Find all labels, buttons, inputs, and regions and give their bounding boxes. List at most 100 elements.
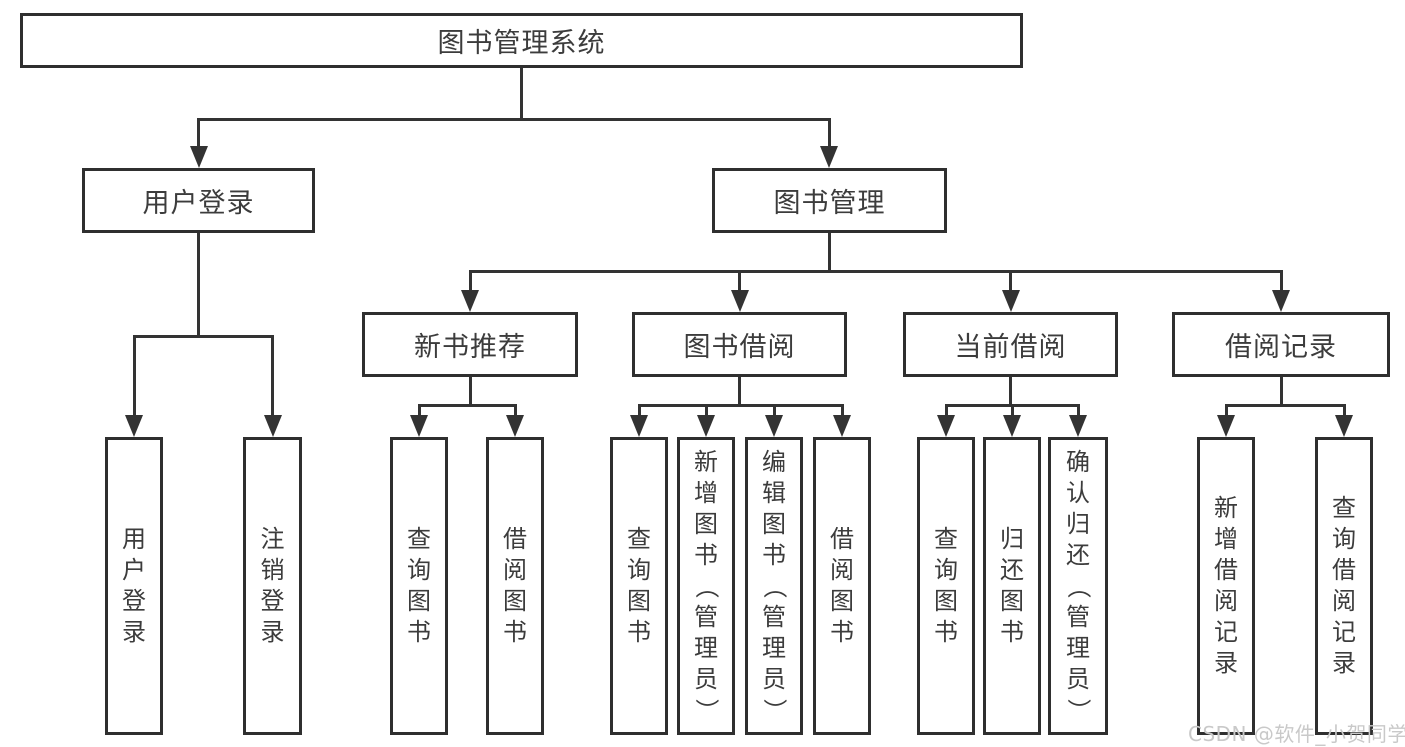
arrowhead-icon	[697, 415, 715, 437]
vertical-char: 增	[694, 478, 718, 507]
connector-line	[513, 405, 517, 417]
vertical-char: 阅	[1332, 587, 1356, 615]
arrowhead-icon	[833, 415, 851, 437]
vertical-char: 销	[260, 556, 285, 584]
leaf-query-books-recommend-label: 查询图书	[393, 440, 445, 732]
arrowhead-icon	[263, 415, 282, 437]
vertical-char: 理	[762, 633, 786, 662]
vertical-char: 注	[260, 525, 285, 553]
leaf-logout-label: 注销登录	[246, 440, 299, 732]
arrowhead-icon	[506, 415, 524, 437]
vertical-char: 借	[503, 525, 527, 553]
vertical-char: 图	[694, 509, 718, 538]
connector-line	[827, 233, 831, 273]
node-new-book-recommendation-label: 新书推荐	[414, 332, 526, 363]
node-book-management: 图书管理	[712, 168, 947, 233]
vertical-char: 增	[1214, 525, 1238, 553]
node-book-borrowing-label: 图书借阅	[683, 332, 796, 363]
node-user-login-label: 用户登录	[142, 188, 255, 219]
connector-line	[197, 117, 831, 121]
vertical-char: 记	[1214, 618, 1238, 646]
connector-line	[944, 405, 948, 417]
connector-line	[1009, 271, 1012, 292]
vertical-char: 询	[1332, 525, 1356, 553]
connector-line	[1010, 405, 1014, 417]
arrowhead-icon	[189, 146, 208, 168]
vertical-char: 书	[694, 540, 718, 569]
vertical-char: 借	[1214, 556, 1238, 584]
connector-line	[197, 233, 200, 338]
arrowhead-icon	[765, 415, 783, 437]
vertical-char: 书	[934, 618, 958, 646]
leaf-query-books-current-label: 查询图书	[920, 440, 972, 732]
leaf-query-borrow-record-label: 查询借阅记录	[1318, 440, 1370, 732]
leaf-user-login: 用户登录	[105, 437, 163, 735]
leaf-logout: 注销登录	[243, 437, 302, 735]
vertical-char: 录	[260, 618, 285, 646]
leaf-query-books-recommend: 查询图书	[390, 437, 448, 735]
vertical-char: （	[1064, 574, 1093, 598]
connector-line	[637, 405, 641, 417]
vertical-char: 员	[1066, 664, 1090, 693]
vertical-char: 阅	[830, 556, 854, 584]
node-current-borrowing-label: 当前借阅	[954, 332, 1067, 363]
node-user-login: 用户登录	[82, 168, 315, 233]
connector-line	[1076, 405, 1080, 417]
connector-line	[738, 271, 741, 292]
connector-line	[1224, 403, 1346, 407]
vertical-char: 图	[1000, 587, 1024, 615]
vertical-char: 查	[407, 525, 431, 553]
vertical-char: 借	[1332, 556, 1356, 584]
vertical-char: 图	[407, 587, 431, 615]
leaf-borrow-books: 借阅图书	[813, 437, 871, 735]
leaf-query-books-borrowing-label: 查询图书	[613, 440, 665, 732]
vertical-char: 登	[260, 587, 285, 615]
node-borrowing-records-label: 借阅记录	[1225, 332, 1337, 363]
vertical-char: ）	[760, 698, 789, 722]
vertical-char: 图	[627, 587, 651, 615]
node-new-book-recommendation: 新书推荐	[362, 312, 578, 377]
connector-line	[271, 336, 274, 417]
vertical-char: 询	[627, 556, 651, 584]
vertical-char: ）	[1064, 698, 1093, 722]
vertical-char: 新	[1214, 494, 1238, 522]
leaf-borrow-books-recommend: 借阅图书	[486, 437, 544, 735]
vertical-char: 登	[122, 587, 146, 615]
vertical-char: 辑	[762, 478, 786, 507]
connector-line	[1009, 377, 1012, 407]
connector-line	[1224, 405, 1228, 417]
vertical-char: 确	[1066, 447, 1090, 476]
vertical-char: 书	[407, 618, 431, 646]
vertical-char: 询	[934, 556, 958, 584]
connector-line	[772, 405, 776, 417]
connector-line	[417, 403, 517, 407]
leaf-borrow-books-label: 借阅图书	[816, 440, 868, 732]
connector-line	[827, 119, 831, 148]
vertical-char: 归	[1000, 525, 1024, 553]
node-book-management-label: 图书管理	[773, 188, 886, 219]
connector-line	[468, 377, 472, 407]
vertical-char: 员	[694, 664, 718, 693]
leaf-return-books: 归还图书	[983, 437, 1041, 735]
connector-line	[468, 271, 472, 292]
arrowhead-icon	[820, 146, 838, 168]
leaf-add-borrow-record-label: 新增借阅记录	[1200, 440, 1252, 732]
vertical-char: 书	[762, 540, 786, 569]
connector-line	[1279, 271, 1283, 292]
node-borrowing-records: 借阅记录	[1172, 312, 1390, 377]
leaf-user-login-label: 用户登录	[108, 440, 160, 732]
node-library-system: 图书管理系统	[20, 13, 1023, 68]
vertical-char: 图	[830, 587, 854, 615]
vertical-char: 书	[503, 618, 527, 646]
leaf-add-books-admin: 新增图书（管理员）	[677, 437, 735, 735]
watermark: CSDN @软件_小贺同学	[1188, 722, 1405, 746]
vertical-char: 管	[762, 602, 786, 631]
vertical-char: 理	[1066, 633, 1090, 662]
vertical-char: 查	[627, 525, 651, 553]
node-current-borrowing: 当前借阅	[903, 312, 1118, 377]
vertical-char: 户	[122, 556, 146, 584]
connector-line	[704, 405, 708, 417]
arrowhead-icon	[730, 290, 749, 312]
leaf-borrow-books-recommend-label: 借阅图书	[489, 440, 541, 732]
